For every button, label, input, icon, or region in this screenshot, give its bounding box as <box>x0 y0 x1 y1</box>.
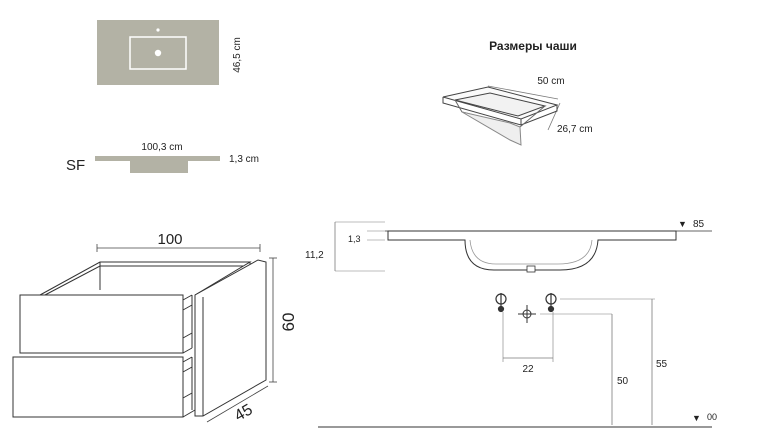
countertop-side-profile: SF 100,3 cm 1,3 cm <box>66 142 259 174</box>
bowl-length-dim-line <box>487 85 559 100</box>
cabinet-width-label: 100 <box>157 231 182 248</box>
countertop-top-view: 46,5 cm <box>97 20 243 85</box>
bowl-title: Размеры чаши <box>489 39 577 53</box>
floor-level-marker: ▼ <box>692 413 701 423</box>
top-level-marker: ▼ <box>678 219 687 229</box>
drain-outlet <box>526 265 536 273</box>
countertop-depth-label: 46,5 cm <box>232 37 243 73</box>
water-valve-left <box>495 293 507 313</box>
valve-spacing-label: 22 <box>522 364 534 375</box>
bowl-sketch <box>442 86 559 146</box>
supply-height-label: 55 <box>656 359 668 370</box>
bowl-width-dim-line <box>547 102 561 131</box>
countertop-section <box>387 230 677 271</box>
installation-section: ▼ 85 1,3 11,2 <box>305 219 717 428</box>
profile-shape <box>95 156 220 173</box>
basin-outline <box>129 36 187 70</box>
profile-width-label: 100,3 cm <box>141 142 182 153</box>
faucet-hole <box>156 28 160 32</box>
cabinet-drawing: 100 60 <box>12 231 298 425</box>
series-code: SF <box>66 157 85 174</box>
cabinet-depth-label: 45 <box>232 401 256 425</box>
basin-depth-label: 11,2 <box>305 250 324 261</box>
floor-level-label: 00 <box>707 412 717 422</box>
water-valve-right <box>545 293 557 313</box>
bowl-dimensions: Размеры чаши 50 cm 26,7 cm <box>442 39 593 146</box>
drain-height-label: 50 <box>617 376 629 387</box>
bowl-length-label: 50 cm <box>537 76 564 87</box>
rim-thickness-label: 1,3 <box>348 234 361 244</box>
profile-thickness-label: 1,3 cm <box>229 154 259 165</box>
drain-pipe-crosshair <box>518 305 536 323</box>
cabinet-height-label: 60 <box>279 313 298 332</box>
bowl-width-label: 26,7 cm <box>557 124 593 135</box>
top-level-label: 85 <box>693 219 705 230</box>
drain-hole <box>154 49 162 57</box>
